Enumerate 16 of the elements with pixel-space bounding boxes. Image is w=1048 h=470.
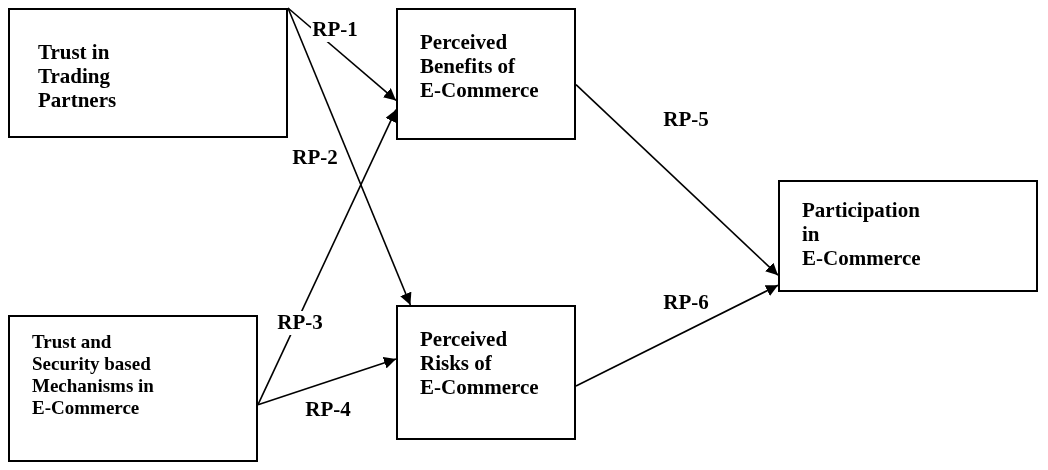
arrow bbox=[287, 7, 412, 306]
box-label: Trust and Security based Mechanisms in E-Commerce bbox=[32, 331, 155, 419]
arrow bbox=[257, 357, 397, 406]
edge-label: RP-3 bbox=[276, 311, 324, 335]
arrow bbox=[575, 284, 779, 387]
arrow bbox=[575, 83, 779, 276]
box-label: Perceived Risks of E-Commerce bbox=[420, 327, 540, 400]
box-label: Perceived Benefits of E-Commerce bbox=[420, 30, 540, 103]
process-box bbox=[8, 315, 258, 462]
process-box bbox=[8, 8, 288, 138]
process-box bbox=[396, 8, 576, 140]
process-box bbox=[778, 180, 1038, 292]
arrow bbox=[287, 7, 397, 102]
process-box bbox=[396, 305, 576, 440]
box-label: Participation in E-Commerce bbox=[802, 198, 922, 271]
box-label: Trust in Trading Partners bbox=[38, 40, 118, 113]
